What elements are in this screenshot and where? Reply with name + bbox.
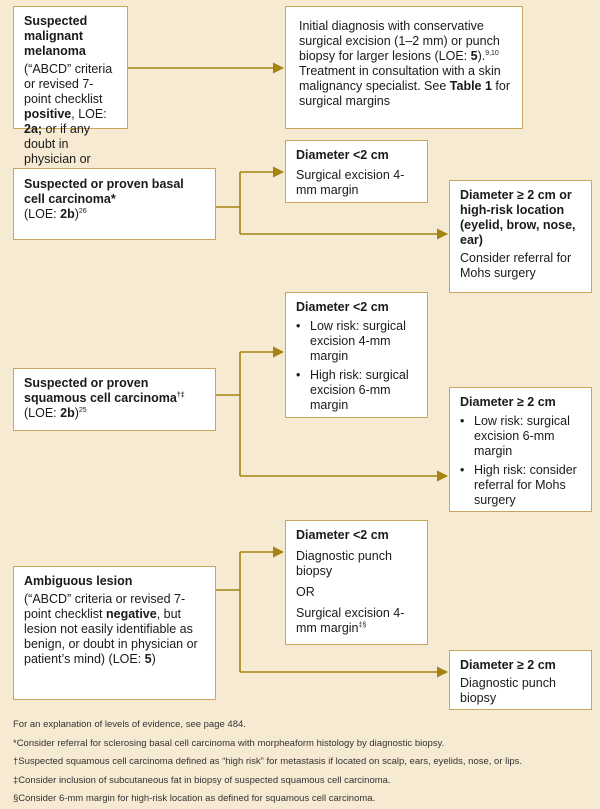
melanoma-box: Suspected malignant melanoma (“ABCD” cri…	[13, 6, 128, 196]
ambiguous-title: Ambiguous lesion	[24, 574, 133, 588]
amb-small-title: Diameter <2 cm	[296, 528, 389, 542]
scc-large-list: Low risk: surgical excision 6-mm margin …	[460, 414, 581, 508]
footnote: †Suspected squamous cell carcinoma defin…	[13, 756, 523, 767]
amb-small-text1: Diagnostic punch biopsy	[296, 549, 392, 578]
ambiguous-box: Ambiguous lesion (“ABCD” criteria or rev…	[13, 566, 216, 700]
bcc-large-box: Diameter ≥ 2 cm or high-risk location (e…	[449, 180, 592, 293]
list-item: High risk: surgical excision 6-mm margin	[296, 368, 417, 413]
melanoma-diagnosis-box: Initial diagnosis with conservative surg…	[285, 6, 523, 129]
footnote: ‡Consider inclusion of subcutaneous fat …	[13, 774, 391, 786]
scc-large-title: Diameter ≥ 2 cm	[460, 395, 556, 409]
scc-loe: (LOE: 2b)25	[24, 406, 87, 420]
scc-small-list: Low risk: surgical excision 4-mm margin …	[296, 319, 417, 413]
list-item: High risk: consider referral for Mohs su…	[460, 463, 581, 508]
list-item: Low risk: surgical excision 6-mm margin	[460, 414, 581, 459]
amb-large-text: Diagnostic punch biopsy	[460, 676, 556, 705]
bcc-small-title: Diameter <2 cm	[296, 148, 389, 162]
scc-small-box: Diameter <2 cm Low risk: surgical excisi…	[285, 292, 428, 418]
scc-title: Suspected or proven squamous cell carcin…	[24, 376, 185, 405]
ambiguous-criteria: (“ABCD” criteria or revised 7-point chec…	[24, 592, 198, 666]
bcc-large-title: Diameter ≥ 2 cm or high-risk location (e…	[460, 188, 576, 247]
scc-box: Suspected or proven squamous cell carcin…	[13, 368, 216, 431]
amb-large-box: Diameter ≥ 2 cm Diagnostic punch biopsy	[449, 650, 592, 710]
footnotes: For an explanation of levels of evidence…	[13, 716, 593, 809]
melanoma-title: Suspected malignant melanoma	[24, 14, 88, 58]
footnote: §Consider 6-mm margin for high-risk loca…	[13, 793, 376, 804]
scc-large-box: Diameter ≥ 2 cm Low risk: surgical excis…	[449, 387, 592, 512]
amb-small-box: Diameter <2 cm Diagnostic punch biopsy O…	[285, 520, 428, 645]
list-item: Low risk: surgical excision 4-mm margin	[296, 319, 417, 364]
bcc-small-box: Diameter <2 cm Surgical excision 4-mm ma…	[285, 140, 428, 203]
footnote: For an explanation of levels of evidence…	[13, 719, 246, 730]
amb-large-title: Diameter ≥ 2 cm	[460, 658, 556, 672]
bcc-title: Suspected or proven basal cell carcinoma…	[24, 177, 184, 206]
bcc-large-text: Consider referral for Mohs surgery	[460, 251, 572, 280]
amb-small-or: OR	[296, 585, 315, 599]
footnote: *Consider referral for sclerosing basal …	[13, 737, 445, 749]
bcc-loe: (LOE: 2b)26	[24, 207, 87, 221]
scc-small-title: Diameter <2 cm	[296, 300, 389, 314]
bcc-small-text: Surgical excision 4-mm margin	[296, 168, 405, 197]
amb-small-text2: Surgical excision 4-mm margin‡§	[296, 606, 405, 635]
bcc-box: Suspected or proven basal cell carcinoma…	[13, 168, 216, 240]
